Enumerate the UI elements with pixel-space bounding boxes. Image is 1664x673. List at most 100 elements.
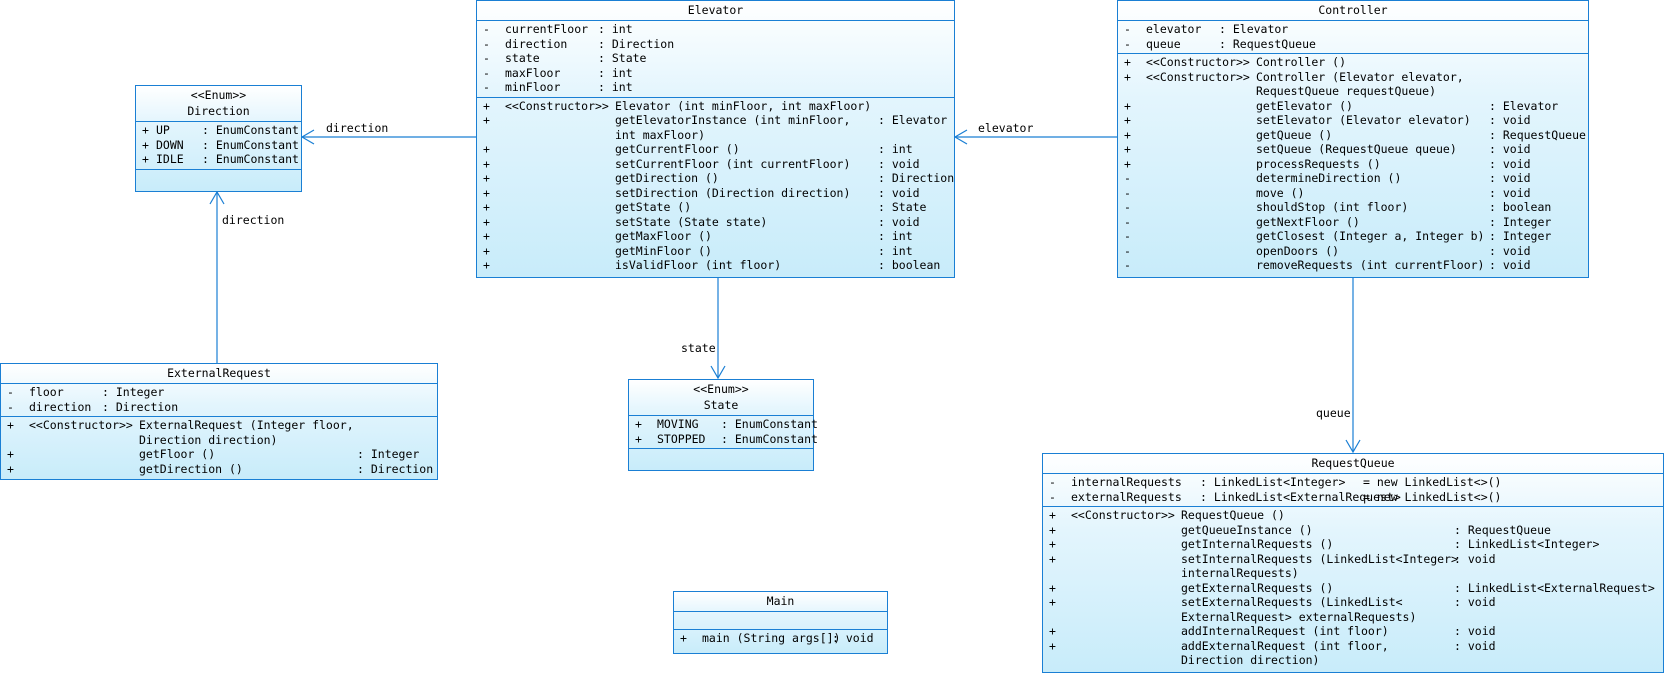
- method-row[interactable]: +<<Constructor>>ExternalRequest (Integer…: [1, 418, 437, 433]
- method-signature: Controller (Elevator elevator,: [1256, 69, 1464, 84]
- attributes-section: +MOVING: EnumConstant+STOPPED: EnumConst…: [629, 416, 818, 449]
- attribute-type: : State: [598, 51, 647, 65]
- method-row[interactable]: +getQueueInstance (): RequestQueue: [1043, 523, 1663, 538]
- method-row[interactable]: +setExternalRequests (LinkedList<: void: [1043, 595, 1663, 610]
- method-row[interactable]: +getQueue (): RequestQueue: [1118, 128, 1588, 143]
- method-visibility: +: [1049, 522, 1056, 537]
- attribute-row[interactable]: +UP: EnumConstant: [136, 123, 301, 138]
- attribute-row[interactable]: -queue: RequestQueue: [1118, 37, 1588, 52]
- method-row[interactable]: +setQueue (RequestQueue queue): void: [1118, 142, 1588, 157]
- method-row[interactable]: Direction direction): [1, 433, 437, 448]
- method-row[interactable]: +<<Constructor>>RequestQueue (): [1043, 508, 1663, 523]
- method-row[interactable]: +getElevator (): Elevator: [1118, 99, 1588, 114]
- method-visibility: +: [7, 461, 14, 476]
- method-row[interactable]: +addInternalRequest (int floor): void: [1043, 624, 1663, 639]
- attribute-visibility: -: [7, 385, 14, 399]
- attribute-row[interactable]: -minFloor: int: [477, 80, 954, 95]
- attribute-name: STOPPED: [657, 431, 706, 446]
- attribute-row[interactable]: -direction: Direction: [1, 400, 437, 415]
- attribute-visibility: -: [1124, 36, 1131, 51]
- method-row[interactable]: +getFloor (): Integer: [1, 447, 437, 462]
- attribute-row[interactable]: -maxFloor: int: [477, 66, 954, 81]
- method-row[interactable]: -shouldStop (int floor): boolean: [1118, 200, 1588, 215]
- method-row[interactable]: int maxFloor): [477, 128, 954, 143]
- assoc-label-queue: queue: [1316, 406, 1351, 420]
- attribute-row[interactable]: -state: State: [477, 51, 954, 66]
- class-elevator[interactable]: Elevator -currentFloor: int-direction: D…: [476, 0, 955, 278]
- method-row[interactable]: +getState (): State: [477, 200, 954, 215]
- class-externalrequest[interactable]: ExternalRequest -floor: Integer-directio…: [0, 363, 438, 480]
- attribute-row[interactable]: -internalRequests: LinkedList<Integer>= …: [1043, 475, 1663, 490]
- attribute-row[interactable]: -elevator: Elevator: [1118, 22, 1588, 37]
- method-visibility: +: [1049, 595, 1056, 609]
- method-row[interactable]: -getClosest (Integer a, Integer b): Inte…: [1118, 229, 1588, 244]
- method-stereotype: <<Constructor>>: [1146, 55, 1250, 69]
- method-return-type: : Direction: [357, 461, 434, 476]
- method-return-type: : Elevator: [1489, 98, 1559, 113]
- method-row[interactable]: internalRequests): [1043, 566, 1663, 581]
- method-row[interactable]: +getExternalRequests (): LinkedList<Exte…: [1043, 581, 1663, 596]
- method-row[interactable]: RequestQueue requestQueue): [1118, 84, 1588, 99]
- attribute-row[interactable]: -direction: Direction: [477, 37, 954, 52]
- method-row[interactable]: -openDoors (): void: [1118, 244, 1588, 259]
- method-row[interactable]: +getDirection (): Direction: [477, 171, 954, 186]
- attribute-row[interactable]: -floor: Integer: [1, 385, 437, 400]
- method-return-type: : RequestQueue: [1489, 127, 1586, 142]
- method-signature: Controller (): [1256, 55, 1347, 69]
- attribute-row[interactable]: -currentFloor: int: [477, 22, 954, 37]
- class-requestqueue[interactable]: RequestQueue -internalRequests: LinkedLi…: [1042, 453, 1664, 673]
- method-row[interactable]: +addExternalRequest (int floor,: void: [1043, 639, 1663, 654]
- method-row[interactable]: +<<Constructor>>Elevator (int minFloor, …: [477, 99, 954, 114]
- method-signature: determineDirection (): [1256, 171, 1402, 185]
- attribute-row[interactable]: +MOVING: EnumConstant: [629, 417, 818, 432]
- attribute-visibility: +: [635, 417, 642, 431]
- class-main[interactable]: Main +main (String args[]): void: [673, 591, 888, 654]
- method-visibility: +: [1124, 98, 1131, 113]
- method-row[interactable]: +setCurrentFloor (int currentFloor): voi…: [477, 157, 954, 172]
- method-row[interactable]: -determineDirection (): void: [1118, 171, 1588, 186]
- class-state[interactable]: <<Enum>> State +MOVING: EnumConstant+STO…: [628, 379, 818, 471]
- method-row[interactable]: +<<Constructor>>Controller (Elevator ele…: [1118, 70, 1588, 85]
- method-row[interactable]: +setElevator (Elevator elevator): void: [1118, 113, 1588, 128]
- attribute-visibility: +: [142, 152, 149, 166]
- method-row[interactable]: +getMaxFloor (): int: [477, 229, 954, 244]
- method-row[interactable]: Direction direction): [1043, 653, 1663, 668]
- methods-section: +<<Constructor>>RequestQueue ()+getQueue…: [1043, 507, 1663, 670]
- method-row[interactable]: +isValidFloor (int floor): boolean: [477, 258, 954, 273]
- class-direction[interactable]: <<Enum>> Direction +UP: EnumConstant+DOW…: [135, 85, 302, 192]
- method-row[interactable]: +setState (State state): void: [477, 215, 954, 230]
- attribute-name: maxFloor: [505, 65, 561, 80]
- attribute-row[interactable]: +IDLE: EnumConstant: [136, 152, 301, 167]
- method-row[interactable]: +processRequests (): void: [1118, 157, 1588, 172]
- method-row[interactable]: ExternalRequest> externalRequests): [1043, 610, 1663, 625]
- method-row[interactable]: -move (): void: [1118, 186, 1588, 201]
- method-row[interactable]: +main (String args[]): void: [674, 631, 887, 646]
- class-header: RequestQueue: [1043, 454, 1663, 474]
- method-row[interactable]: +setInternalRequests (LinkedList<Integer…: [1043, 552, 1663, 567]
- method-return-type: : void: [1454, 595, 1496, 609]
- method-row[interactable]: +getMinFloor (): int: [477, 244, 954, 259]
- method-row[interactable]: +getInternalRequests (): LinkedList<Inte…: [1043, 537, 1663, 552]
- method-row[interactable]: -removeRequests (int currentFloor): void: [1118, 258, 1588, 273]
- attribute-name: MOVING: [657, 417, 699, 431]
- method-signature: addExternalRequest (int floor,: [1181, 638, 1389, 653]
- method-row[interactable]: -getNextFloor (): Integer: [1118, 215, 1588, 230]
- method-row[interactable]: +setDirection (Direction direction): voi…: [477, 186, 954, 201]
- method-visibility: +: [483, 156, 490, 171]
- attribute-name: DOWN: [156, 137, 184, 152]
- attribute-type: : LinkedList<ExternalRequest>: [1200, 489, 1401, 504]
- method-row[interactable]: +<<Constructor>>Controller (): [1118, 55, 1588, 70]
- method-row[interactable]: +getDirection (): Direction: [1, 462, 437, 477]
- method-return-type: : void: [878, 156, 920, 171]
- class-controller[interactable]: Controller -elevator: Elevator-queue: Re…: [1117, 0, 1589, 278]
- attribute-row[interactable]: +STOPPED: EnumConstant: [629, 431, 818, 447]
- attribute-row[interactable]: -externalRequests: LinkedList<ExternalRe…: [1043, 490, 1663, 505]
- method-return-type: : void: [1489, 113, 1531, 127]
- attribute-type: : int: [598, 65, 633, 80]
- attribute-row[interactable]: +DOWN: EnumConstant: [136, 138, 301, 153]
- method-visibility: +: [1049, 537, 1056, 551]
- method-visibility: +: [483, 258, 490, 272]
- method-row[interactable]: +getElevatorInstance (int minFloor,: Ele…: [477, 113, 954, 128]
- attributes-section: -internalRequests: LinkedList<Integer>= …: [1043, 474, 1663, 507]
- method-row[interactable]: +getCurrentFloor (): int: [477, 142, 954, 157]
